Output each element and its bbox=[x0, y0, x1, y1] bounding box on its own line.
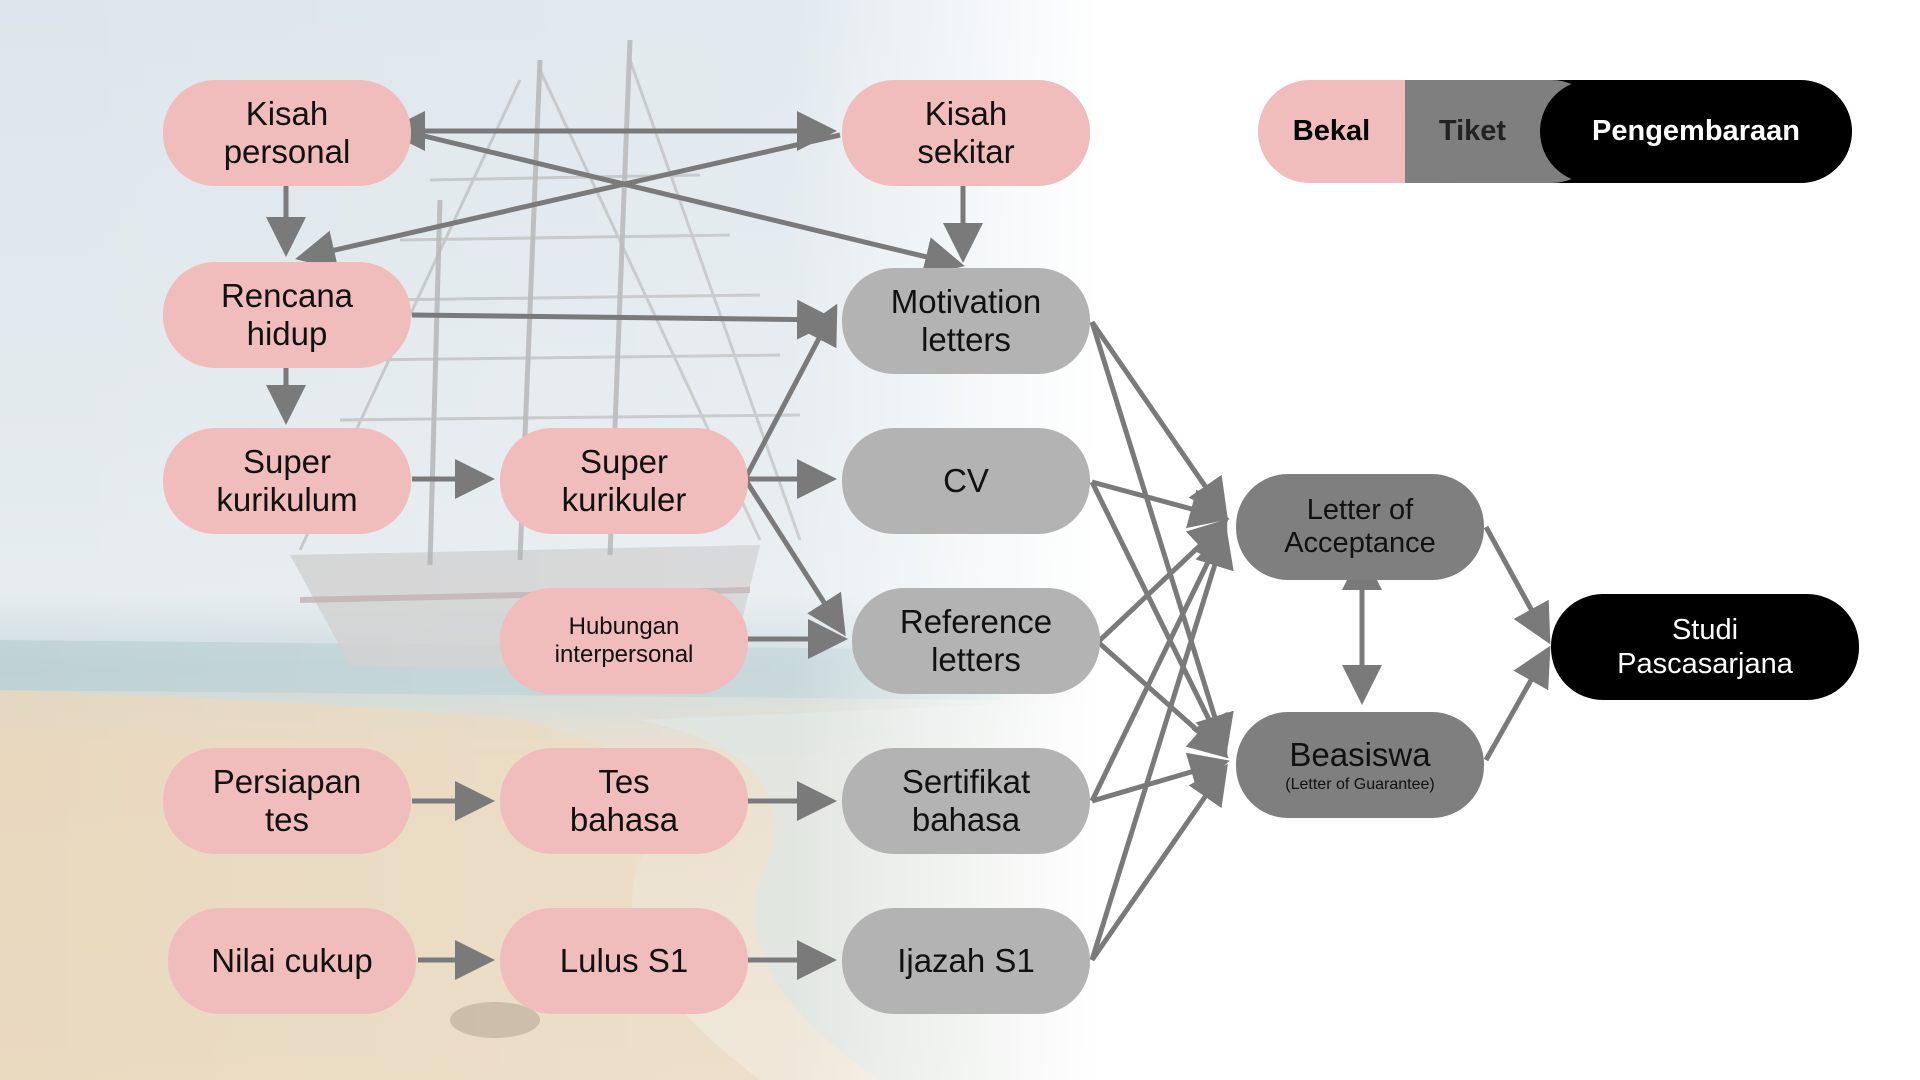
node-line: kurikulum bbox=[216, 481, 358, 518]
node-line: Letter of bbox=[1306, 494, 1414, 526]
node-reference-letters: Reference letters bbox=[852, 588, 1100, 694]
node-line: letters bbox=[921, 321, 1011, 358]
node-lulus-s1: Lulus S1 bbox=[500, 908, 748, 1014]
node-line: Hubungan bbox=[568, 613, 680, 640]
node-line: Studi bbox=[1671, 614, 1739, 646]
node-super-kurikuler: Super kurikuler bbox=[500, 428, 748, 534]
node-line: Motivation bbox=[890, 283, 1042, 320]
node-line: Ijazah S1 bbox=[897, 942, 1035, 979]
node-line: Rencana bbox=[220, 277, 354, 314]
node-line: personal bbox=[223, 133, 351, 170]
node-super-kurikulum: Super kurikulum bbox=[163, 428, 411, 534]
node-nilai-cukup: Nilai cukup bbox=[168, 908, 416, 1014]
node-beasiswa: Beasiswa (Letter of Guarantee) bbox=[1236, 712, 1484, 818]
node-line: letters bbox=[931, 641, 1021, 678]
node-subtitle: (Letter of Guarantee) bbox=[1285, 776, 1435, 793]
node-line: interpersonal bbox=[554, 641, 694, 668]
node-line: Acceptance bbox=[1284, 527, 1436, 559]
node-sertifikat-bahasa: Sertifikat bahasa bbox=[842, 748, 1090, 854]
legend-pengembaraan-shape bbox=[1540, 80, 1852, 183]
node-cv: CV bbox=[842, 428, 1090, 534]
node-line: Reference bbox=[899, 603, 1053, 640]
node-line: Nilai cukup bbox=[211, 942, 373, 979]
node-rencana-hidup: Rencana hidup bbox=[163, 262, 411, 368]
node-line: bahasa bbox=[569, 801, 679, 838]
legend-pengembaraan: Pengembaraan bbox=[1592, 115, 1800, 147]
legend: Bekal Tiket Pengembaraan bbox=[1258, 80, 1852, 183]
node-persiapan-tes: Persiapan tes bbox=[163, 748, 411, 854]
node-tes-bahasa: Tes bahasa bbox=[500, 748, 748, 854]
node-line: Beasiswa bbox=[1289, 736, 1431, 773]
node-line: Super bbox=[242, 443, 332, 480]
legend-tiket: Tiket bbox=[1438, 115, 1507, 147]
node-kisah-sekitar: Kisah sekitar bbox=[842, 80, 1090, 186]
node-line: Persiapan bbox=[212, 763, 362, 800]
node-line: Tes bbox=[598, 763, 650, 800]
node-letter-of-acceptance: Letter of Acceptance bbox=[1236, 474, 1484, 580]
node-studi-pascasarjana: Studi Pascasarjana bbox=[1551, 594, 1859, 700]
node-line: Pascasarjana bbox=[1617, 648, 1793, 680]
node-line: Kisah bbox=[924, 95, 1008, 132]
node-motivation-letters: Motivation letters bbox=[842, 268, 1090, 374]
node-line: bahasa bbox=[911, 801, 1021, 838]
node-line: Super bbox=[579, 443, 669, 480]
node-ijazah-s1: Ijazah S1 bbox=[842, 908, 1090, 1014]
legend-bekal: Bekal bbox=[1292, 115, 1371, 147]
node-line: tes bbox=[264, 801, 310, 838]
node-line: CV bbox=[943, 462, 989, 499]
node-line: sekitar bbox=[917, 133, 1015, 170]
node-kisah-personal: Kisah personal bbox=[163, 80, 411, 186]
node-line: hidup bbox=[246, 315, 328, 352]
node-line: Lulus S1 bbox=[559, 942, 689, 979]
node-line: Sertifikat bbox=[901, 763, 1031, 800]
node-hubungan-interpersonal: Hubungan interpersonal bbox=[500, 588, 748, 694]
node-line: kurikuler bbox=[561, 481, 687, 518]
node-line: Kisah bbox=[245, 95, 329, 132]
